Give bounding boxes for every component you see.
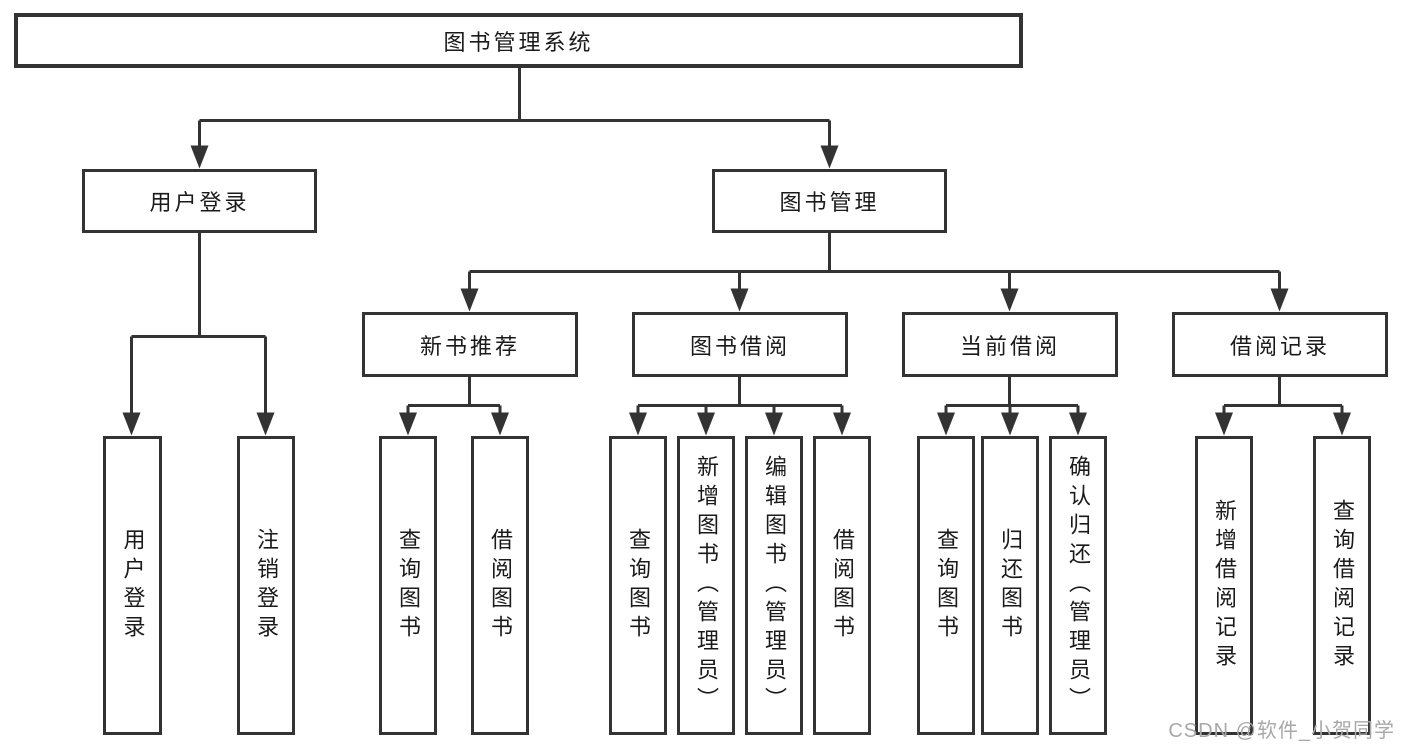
- arrow-icon: [730, 288, 749, 312]
- leaf-user-login-label: 用户登录: [120, 527, 146, 644]
- node-borrow-record: 借阅记录: [1172, 312, 1388, 377]
- leaf-logout: 注销登录: [237, 436, 295, 735]
- node-book-management-label: 图书管理: [779, 190, 880, 215]
- leaf-add-book-admin-label: 新增图书（管理员）: [694, 455, 719, 716]
- leaf-query-books-borrow: 查询图书: [609, 436, 667, 735]
- arrow-icon: [765, 412, 783, 436]
- arrow-icon: [399, 412, 417, 436]
- leaf-add-book-admin: 新增图书（管理员）: [677, 436, 735, 735]
- leaf-add-borrow-record: 新增借阅记录: [1195, 436, 1253, 735]
- leaf-add-borrow-record-label: 新增借阅记录: [1212, 498, 1237, 673]
- leaf-query-books-current-label: 查询图书: [934, 527, 959, 644]
- leaf-return-book-label: 归还图书: [998, 527, 1023, 644]
- arrow-icon: [491, 412, 509, 436]
- connector-new-book-recommend: [406, 375, 502, 415]
- connector-root: [198, 66, 831, 150]
- leaf-query-books-recommend: 查询图书: [379, 436, 437, 735]
- node-new-book-recommend: 新书推荐: [362, 312, 578, 377]
- node-book-borrow-label: 图书借阅: [689, 333, 790, 359]
- arrow-icon: [1270, 288, 1289, 312]
- connector-current-borrow: [944, 375, 1080, 415]
- leaf-borrow-books-recommend: 借阅图书: [471, 436, 529, 735]
- node-book-borrow: 图书借阅: [632, 312, 848, 377]
- leaf-borrow-books-recommend-label: 借阅图书: [488, 527, 513, 644]
- arrow-icon: [256, 412, 275, 436]
- arrow-icon: [937, 412, 955, 436]
- arrowheads: [122, 145, 1351, 436]
- leaf-query-books-current: 查询图书: [917, 436, 975, 735]
- connector-book-management: [468, 231, 1281, 292]
- leaf-borrow-books-label: 借阅图书: [830, 527, 855, 644]
- arrow-icon: [697, 412, 715, 436]
- node-user-login: 用户登录: [82, 169, 317, 233]
- leaf-confirm-return-admin: 确认归还（管理员）: [1049, 436, 1107, 735]
- arrow-icon: [1215, 412, 1233, 436]
- arrow-icon: [1333, 412, 1351, 436]
- arrow-icon: [833, 412, 851, 436]
- connector-user-login: [130, 231, 267, 415]
- arrow-icon: [190, 145, 209, 169]
- leaf-query-books-recommend-label: 查询图书: [396, 527, 421, 644]
- node-root: 图书管理系统: [14, 13, 1023, 68]
- node-current-borrow: 当前借阅: [902, 312, 1118, 377]
- arrow-icon: [1001, 412, 1019, 436]
- node-book-management: 图书管理: [712, 169, 947, 233]
- arrow-icon: [1000, 288, 1019, 312]
- arrow-icon: [629, 412, 647, 436]
- leaf-edit-book-admin: 编辑图书（管理员）: [745, 436, 803, 735]
- node-user-login-label: 用户登录: [149, 190, 250, 215]
- connector-book-borrow: [636, 375, 844, 415]
- watermark: CSDN @软件_小贺同学: [1168, 720, 1395, 742]
- leaf-edit-book-admin-label: 编辑图书（管理员）: [762, 455, 787, 716]
- leaf-query-books-borrow-label: 查询图书: [626, 527, 651, 644]
- leaf-return-book: 归还图书: [981, 436, 1039, 735]
- leaf-logout-label: 注销登录: [254, 527, 279, 644]
- arrow-icon: [820, 145, 839, 169]
- arrow-icon: [122, 412, 141, 436]
- leaf-borrow-books: 借阅图书: [813, 436, 871, 735]
- arrow-icon: [460, 288, 479, 312]
- connector-borrow-record: [1222, 375, 1344, 415]
- leaf-query-borrow-record: 查询借阅记录: [1313, 436, 1371, 735]
- leaf-confirm-return-admin-label: 确认归还（管理员）: [1066, 455, 1091, 716]
- arrow-icon: [1069, 412, 1087, 436]
- node-current-borrow-label: 当前借阅: [959, 333, 1060, 359]
- node-root-label: 图书管理系统: [443, 29, 594, 55]
- leaf-query-borrow-record-label: 查询借阅记录: [1330, 498, 1355, 673]
- node-borrow-record-label: 借阅记录: [1229, 333, 1330, 359]
- node-new-book-recommend-label: 新书推荐: [419, 333, 520, 359]
- leaf-user-login: 用户登录: [103, 436, 162, 735]
